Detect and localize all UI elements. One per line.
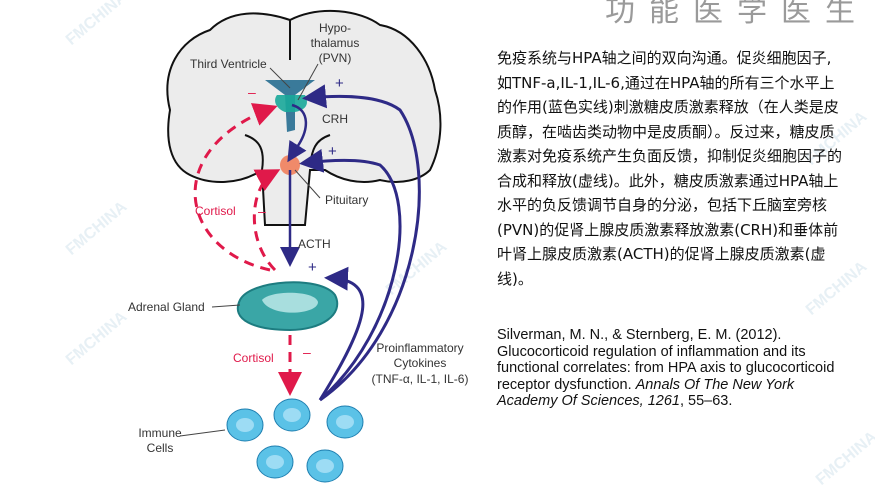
description-text: 免疫系统与HPA轴之间的双向沟通。促炎细胞因子,如TNF-a,IL-1,IL-6…: [497, 49, 843, 288]
hypothalamus-label-line: (PVN): [319, 51, 352, 65]
adrenal-gland-medulla: [262, 292, 318, 313]
cytokines-label-line: Cytokines: [394, 356, 447, 370]
minus-sign: –: [258, 203, 266, 219]
immune-cell: [256, 445, 294, 479]
header-title: 功能医学医生: [605, 0, 869, 29]
leader-line: [179, 429, 226, 437]
minus-sign: –: [303, 344, 311, 360]
cortisol-feedback-hypothalamus: [193, 103, 278, 272]
hypothalamus-label: Hypo-thalamus(PVN): [311, 21, 360, 65]
citation-volume: , 1261: [639, 393, 680, 409]
cytokines-label-line: (TNF-α, IL-1, IL-6): [372, 372, 469, 386]
immune-cell: [226, 408, 264, 442]
cortisol-label-top: Cortisol: [195, 204, 236, 218]
cytokine-arrow-adrenal: [318, 266, 365, 401]
adrenal-gland-label: Adrenal Gland: [128, 300, 205, 314]
crh-label: CRH: [322, 112, 348, 126]
acth-label: ACTH: [298, 237, 331, 251]
citation: Silverman, M. N., & Sternberg, E. M. (20…: [497, 327, 842, 410]
cortisol-feedback-pituitary: [252, 169, 281, 272]
plus-sign: +: [328, 143, 337, 160]
leader-line: [294, 169, 321, 199]
leader-line: [297, 63, 319, 101]
cytokines-label-line: Proinflammatory: [376, 341, 463, 355]
brain-fold-left: [244, 134, 264, 171]
citation-journal: Annals Of The New York Academy Of Scienc…: [497, 376, 795, 410]
cytokine-arrow-pituitary: [299, 148, 402, 402]
hypothalamus-label-line: Hypo-: [319, 21, 351, 35]
minus-sign: –: [248, 84, 256, 100]
plus-sign: +: [308, 259, 317, 276]
leader-line: [211, 304, 241, 308]
cytokine-arrow-hypothalamus: [302, 84, 421, 402]
immune-cells: [226, 398, 364, 483]
plus-sign: +: [335, 75, 344, 92]
citation-pages: , 55–63.: [679, 393, 733, 409]
hpa-axis-diagram: Hypo-thalamus(PVN) Third Ventricle CRH P…: [128, 9, 469, 483]
immune-cell: [326, 405, 364, 439]
immune-cell: [306, 449, 344, 483]
immune-cell: [273, 398, 311, 432]
leader-line: [269, 67, 291, 89]
immune-cells-label-line: Immune: [138, 426, 182, 440]
third-ventricle-label: Third Ventricle: [190, 57, 267, 71]
cortisol-label-bottom: Cortisol: [233, 351, 274, 365]
citation-authors: Silverman, M. N., & Sternberg, E. M. (20…: [497, 327, 835, 393]
pituitary-label: Pituitary: [325, 193, 368, 207]
crh-arrow: [287, 103, 308, 163]
brain-outline: [166, 9, 442, 226]
watermark: FMCHINA: [812, 428, 875, 489]
hypothalamus-label-line: thalamus: [311, 36, 360, 50]
immune-cells-label-line: Cells: [147, 441, 174, 455]
